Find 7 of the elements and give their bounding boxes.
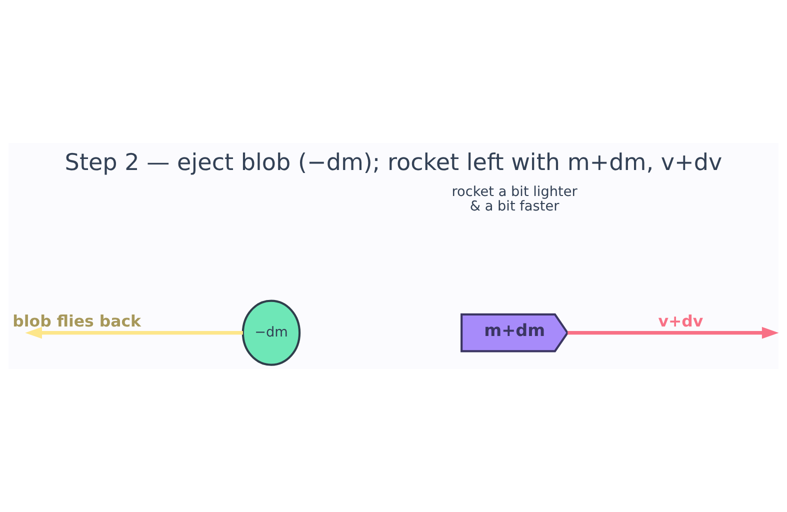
node-ellipse: −dm [242,300,301,366]
edge-label: v+dv [658,312,704,331]
edge-label: blob flies back [12,312,141,331]
label: rocket a bit lighter & a bit faster [452,184,578,215]
diagram-title: Step 2 — eject blob (−dm); rocket left with m+dm, v+dv [64,150,722,176]
arrow [25,326,243,339]
arrow [568,326,779,339]
